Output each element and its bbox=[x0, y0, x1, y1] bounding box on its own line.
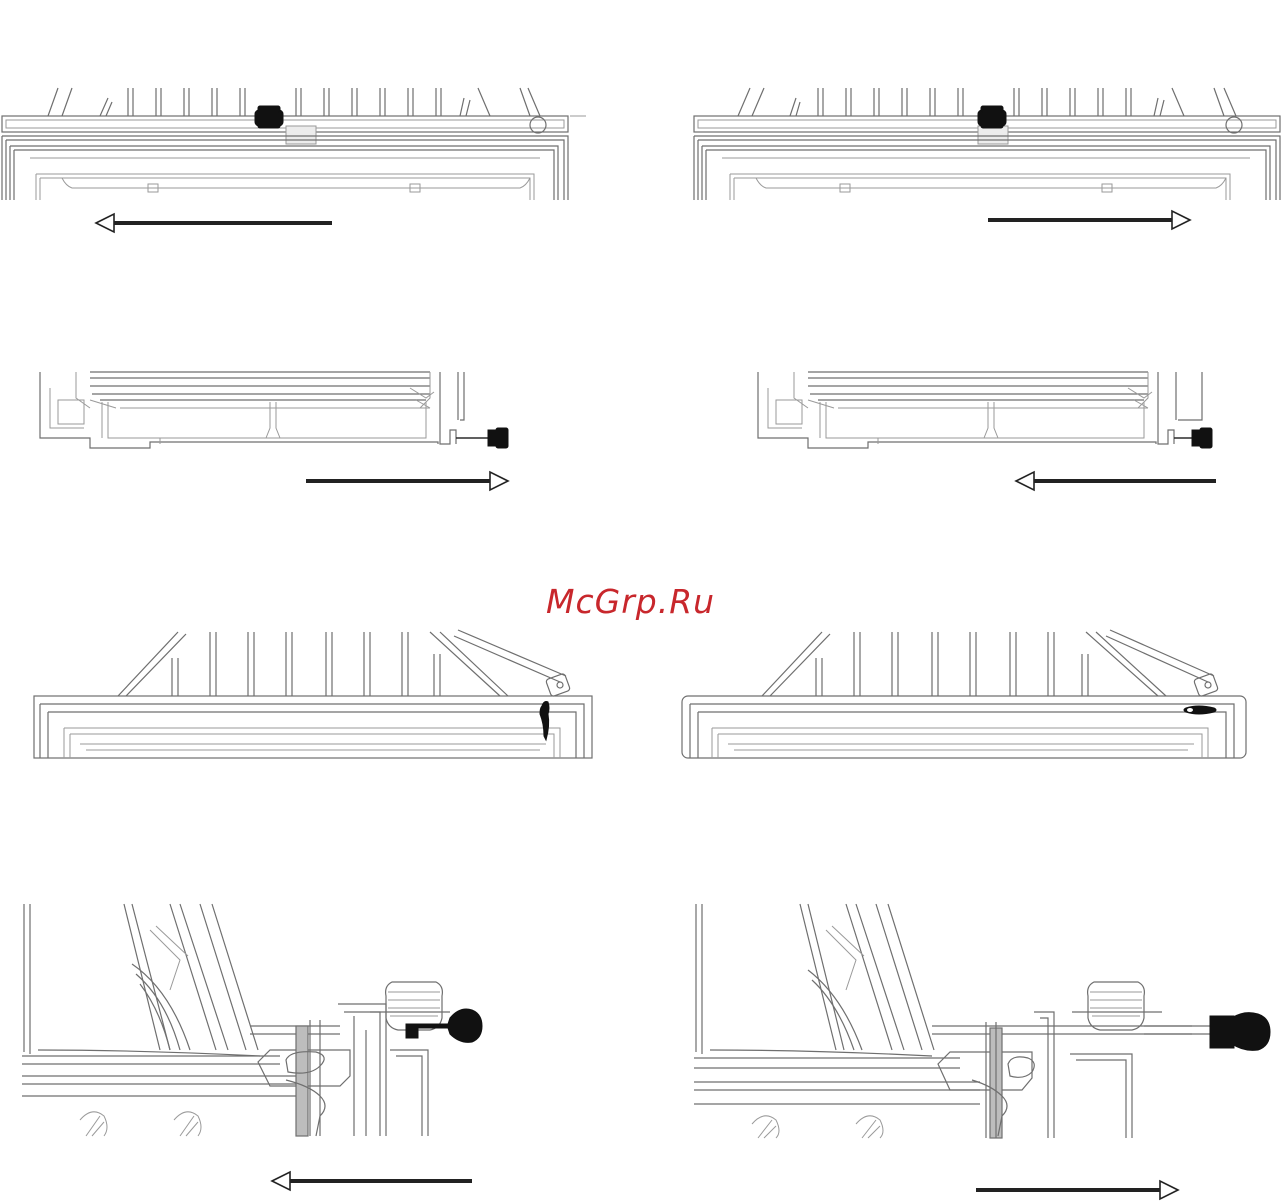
detail-view-left-drawing bbox=[20, 900, 500, 1140]
control-knob bbox=[255, 106, 283, 128]
panel-front-left bbox=[30, 628, 600, 760]
hinge-pin bbox=[1226, 117, 1242, 133]
watermark-text: McGrp.Ru bbox=[546, 582, 715, 621]
arrow-top-left bbox=[94, 212, 336, 234]
panel-detail-left bbox=[20, 900, 500, 1140]
panel-detail-right bbox=[692, 900, 1283, 1140]
control-knob-housing bbox=[370, 982, 450, 1030]
control-knob bbox=[978, 106, 1006, 128]
grille-slats bbox=[48, 88, 540, 116]
side-view-right-drawing bbox=[748, 368, 1238, 458]
control-knob-housing bbox=[1072, 982, 1162, 1030]
hinge-pin bbox=[530, 117, 546, 133]
detail-view-right-drawing bbox=[692, 900, 1283, 1140]
door-latch-horizontal bbox=[1184, 706, 1216, 714]
panel-front-right bbox=[678, 628, 1258, 760]
side-view-left-drawing bbox=[30, 368, 520, 458]
arrow-side-right bbox=[1014, 469, 1220, 493]
arrow-detail-right bbox=[974, 1178, 1180, 1202]
control-knob bbox=[488, 428, 508, 448]
control-knob bbox=[406, 1009, 482, 1042]
control-knob bbox=[1192, 428, 1212, 448]
panel-side-left bbox=[30, 368, 520, 458]
arrow-top-right bbox=[986, 209, 1192, 231]
panel-side-right bbox=[748, 368, 1238, 458]
arrow-detail-left bbox=[270, 1169, 476, 1193]
top-rail bbox=[2, 116, 568, 132]
front-view-left-drawing bbox=[30, 628, 600, 760]
arrow-side-left bbox=[304, 469, 510, 493]
control-knob bbox=[1210, 1013, 1270, 1051]
front-view-right-drawing bbox=[678, 628, 1258, 760]
